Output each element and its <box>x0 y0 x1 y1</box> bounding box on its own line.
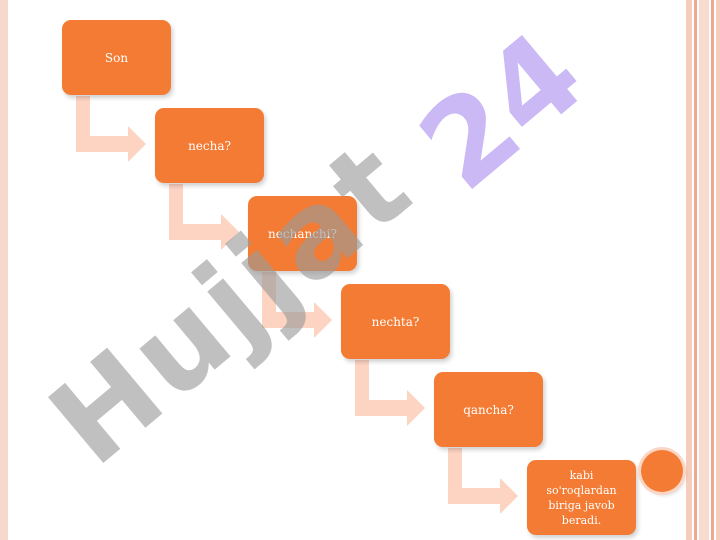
step-label: nechanchi? <box>268 226 337 241</box>
step-box-nechta: nechta? <box>341 284 450 359</box>
step-box-son: Son <box>62 20 171 95</box>
left-border-stripe <box>0 0 8 540</box>
connector-arrow-5 <box>448 448 518 514</box>
step-box-necha: necha? <box>155 108 264 183</box>
step-label: qancha? <box>463 402 514 417</box>
step-label: Son <box>104 50 129 65</box>
step-box-answer: kabi so'roqlardan biriga javob beradi. <box>527 460 636 535</box>
connector-arrow-3 <box>262 272 332 338</box>
connector-arrow-2 <box>169 184 239 250</box>
step-label: nechta? <box>371 314 420 329</box>
right-border-stripes <box>686 0 720 540</box>
step-label: necha? <box>188 138 231 153</box>
step-box-qancha: qancha? <box>434 372 543 447</box>
step-label: kabi so'roqlardan biriga javob beradi. <box>546 468 617 527</box>
step-box-nechanchi: nechanchi? <box>248 196 357 271</box>
connector-arrow-1 <box>76 96 146 162</box>
connector-arrow-4 <box>355 360 425 426</box>
decorative-circle <box>641 450 683 492</box>
watermark-light-text: 24 <box>394 5 609 216</box>
